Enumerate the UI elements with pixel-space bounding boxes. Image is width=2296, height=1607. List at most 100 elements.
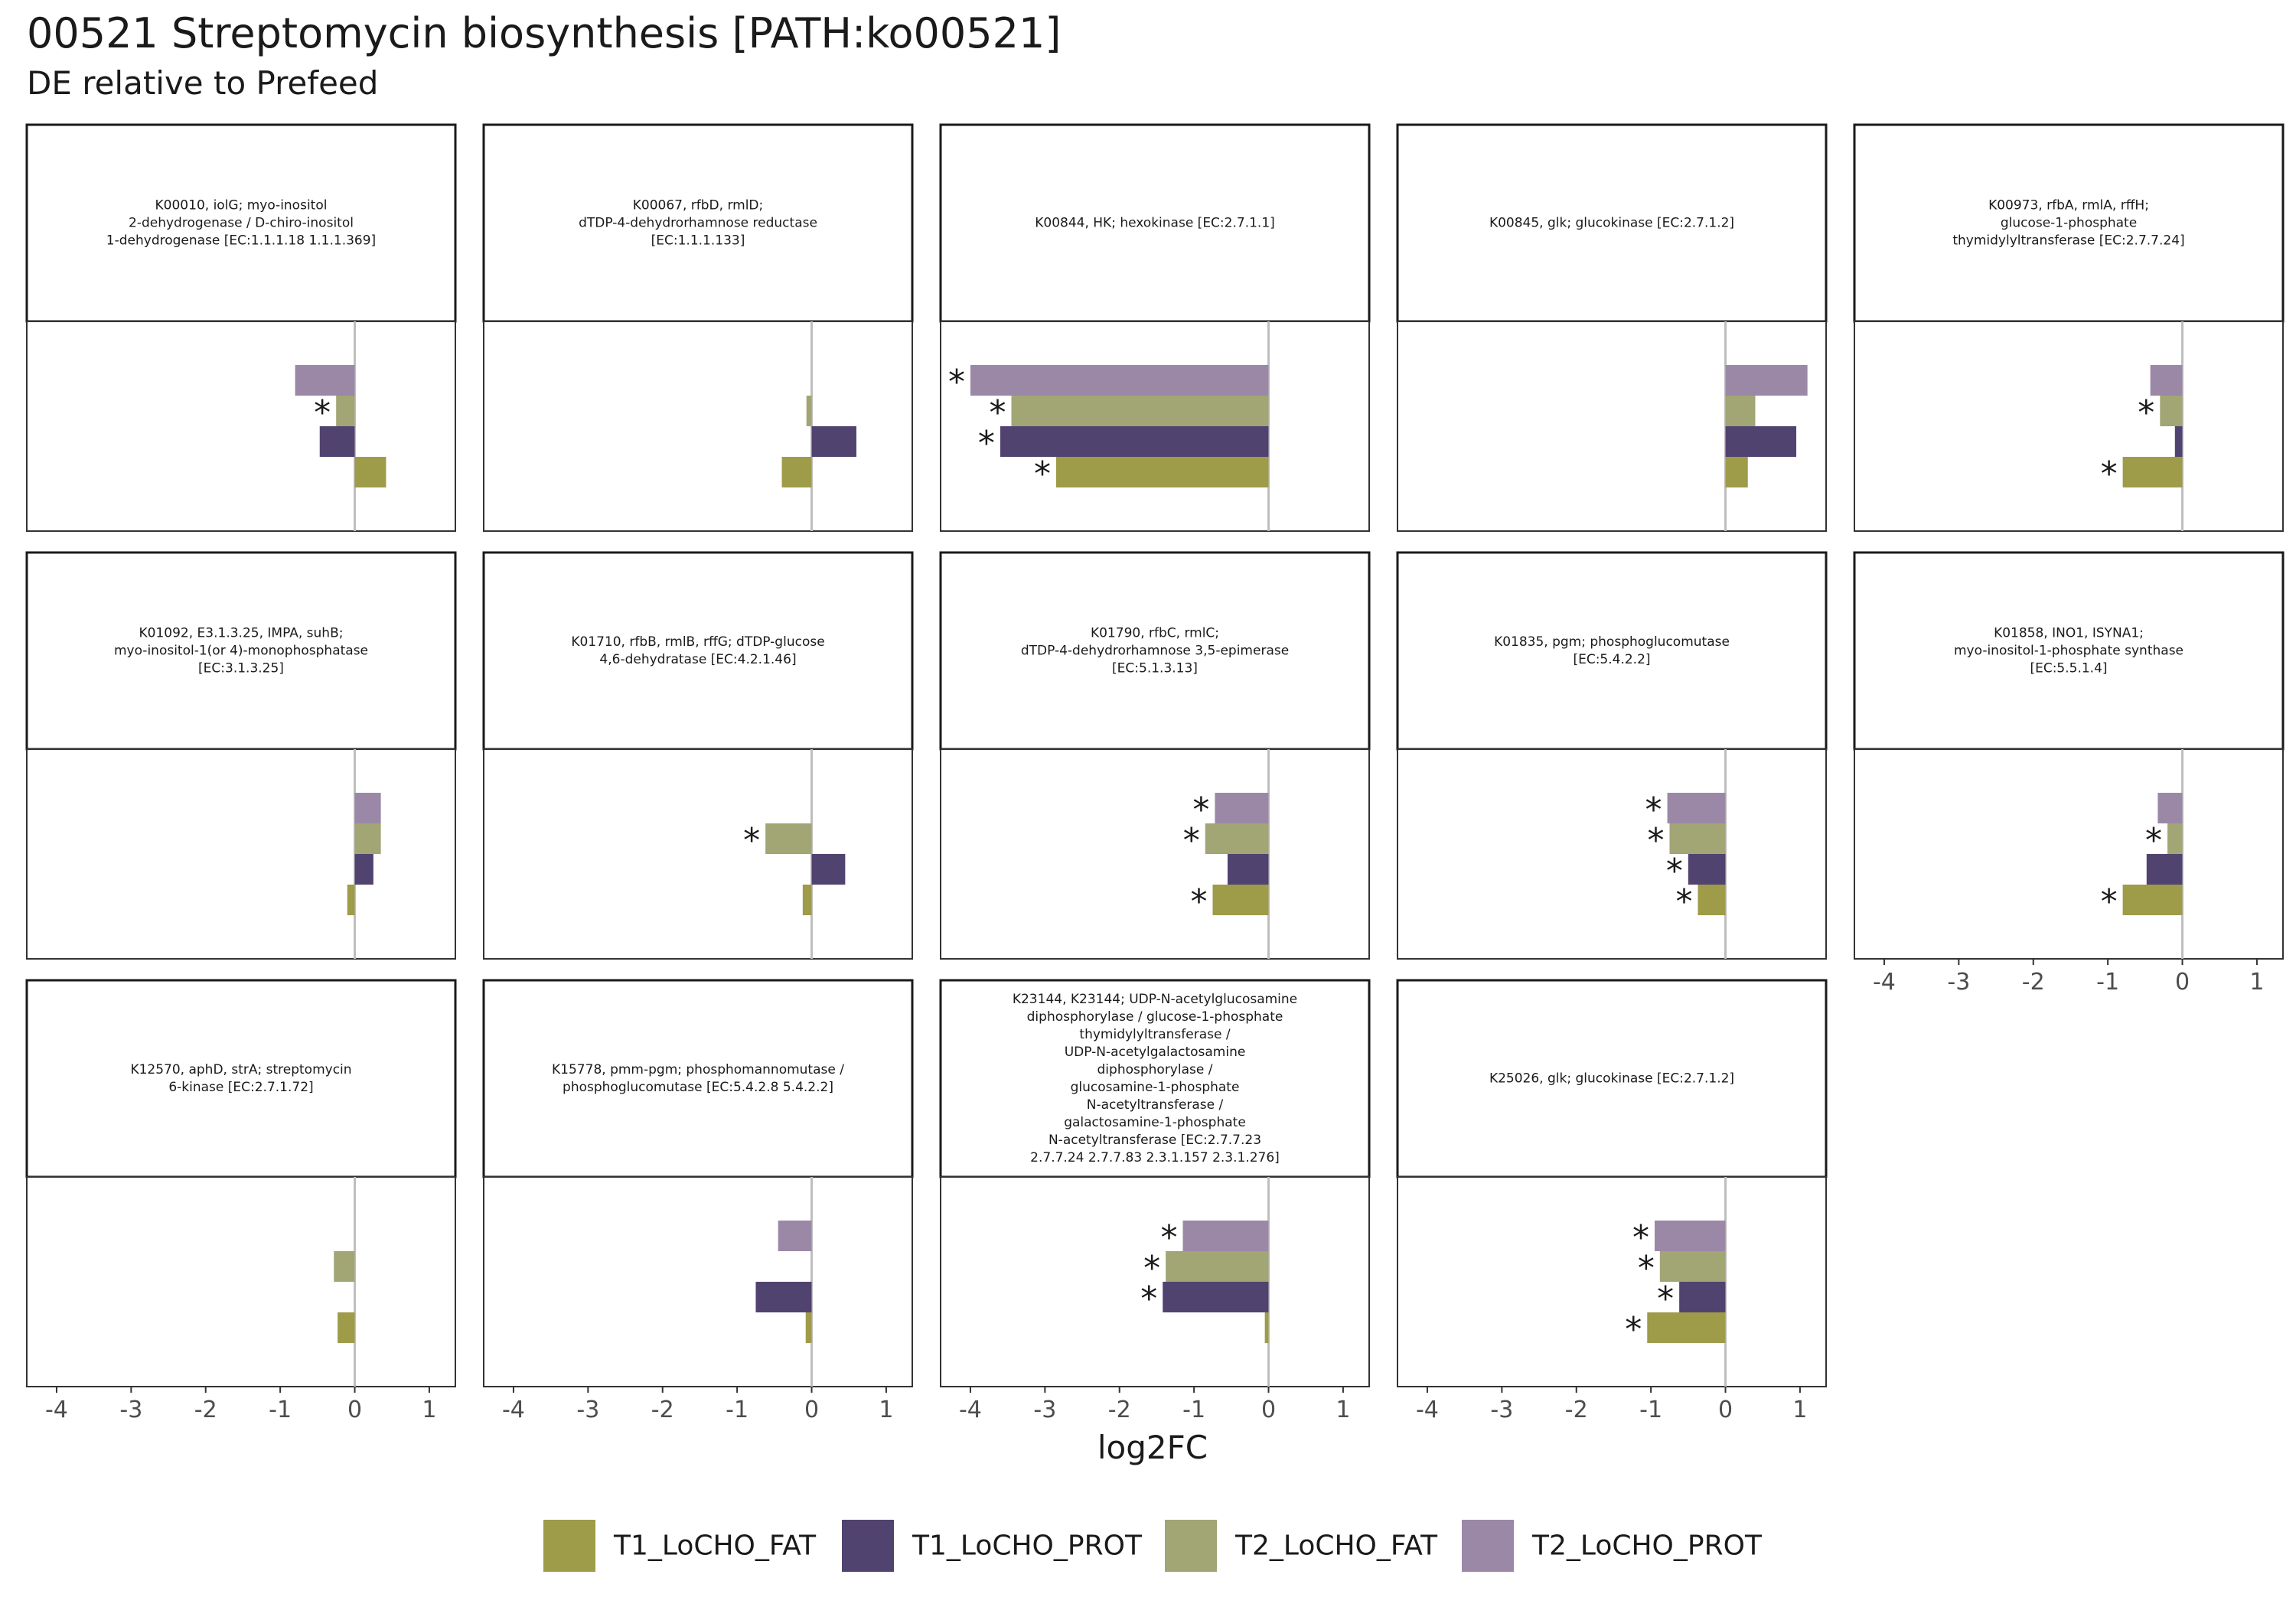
chart-title: 00521 Streptomycin biosynthesis [PATH:ko…: [27, 9, 1062, 57]
facet-label-line: [EC:1.1.1.133]: [651, 233, 745, 249]
x-tick-label: 0: [804, 1397, 819, 1423]
legend-label: T2_LoCHO_PROT: [1531, 1530, 1763, 1562]
significance-marker: *: [1638, 1249, 1655, 1288]
facet-label-line: galactosamine-1-phosphate: [1064, 1115, 1246, 1130]
x-tick-label: 1: [422, 1397, 436, 1423]
facet-label-line: [EC:5.4.2.2]: [1573, 652, 1650, 667]
bar: [2150, 365, 2183, 396]
legend-key: [842, 1520, 894, 1572]
facet-label-line: 6-kinase [EC:2.7.1.72]: [168, 1080, 313, 1095]
plot-area: [1397, 1176, 1827, 1387]
legend-label: T2_LoCHO_FAT: [1234, 1530, 1438, 1562]
facet-label-line: K01858, INO1, ISYNA1;: [1994, 626, 2144, 641]
facet-strip: [939, 551, 1371, 751]
facet-panel: K12570, aphD, strA; streptomycin6-kinase…: [25, 979, 457, 1423]
significance-marker: *: [948, 363, 965, 402]
bar: [2122, 457, 2183, 487]
facet-label-line: glucose-1-phosphate: [2001, 216, 2137, 231]
significance-marker: *: [743, 821, 760, 860]
x-tick-label: 1: [1792, 1397, 1807, 1423]
bar: [354, 457, 386, 487]
x-tick-label: -4: [45, 1397, 68, 1423]
bar: [1659, 1251, 1726, 1282]
significance-marker: *: [1625, 1310, 1642, 1349]
significance-marker: *: [1192, 790, 1209, 830]
x-tick-label: -4: [1416, 1397, 1439, 1423]
facet-label-line: K00067, rfbD, rmlD;: [633, 198, 764, 214]
plot-area: [1397, 748, 1827, 960]
bar: [1166, 1251, 1269, 1282]
bar: [1227, 854, 1269, 885]
x-tick-label: 1: [2249, 969, 2264, 996]
facet-label-line: UDP-N-acetylgalactosamine: [1065, 1045, 1246, 1060]
plot-area: [940, 748, 1370, 960]
facet-strip: [1853, 551, 2285, 751]
facet-label-line: N-acetyltransferase [EC:2.7.7.23: [1049, 1133, 1261, 1148]
significance-marker: *: [1034, 455, 1051, 494]
facet-strip: [939, 123, 1371, 323]
x-tick-label: -4: [502, 1397, 525, 1423]
bar: [1725, 426, 1797, 457]
x-tick-label: -1: [1182, 1397, 1205, 1423]
facet-panel: K15778, pmm-pgm; phosphomannomutase /pho…: [482, 979, 914, 1423]
bar: [1264, 1312, 1269, 1343]
significance-marker: *: [1161, 1218, 1178, 1257]
bar: [2146, 854, 2183, 885]
bar: [1667, 793, 1726, 823]
bar: [2160, 396, 2183, 426]
significance-marker: *: [314, 393, 331, 432]
facet-label-line: glucosamine-1-phosphate: [1071, 1080, 1240, 1095]
bar: [1215, 793, 1269, 823]
facet-label-line: thymidylyltransferase [EC:2.7.7.24]: [1952, 233, 2184, 249]
facet-panel: K00973, rfbA, rmlA, rffH; glucose-1-phosp…: [1853, 123, 2285, 532]
bar: [338, 1312, 355, 1343]
bar: [1163, 1282, 1269, 1312]
x-tick-label: -1: [2096, 969, 2119, 996]
facet-panel: K00845, glk; glucokinase [EC:2.7.1.2]: [1396, 123, 1828, 532]
facet-label-line: K00844, HK; hexokinase [EC:2.7.1.1]: [1035, 216, 1275, 231]
facet-label-line: K01092, E3.1.3.25, IMPA, suhB;: [139, 626, 344, 641]
facet-panel: K25026, glk; glucokinase [EC:2.7.1.2]***…: [1396, 979, 1828, 1423]
significance-marker: *: [1190, 882, 1207, 921]
bar: [765, 823, 812, 854]
bar: [1698, 885, 1726, 915]
significance-marker: *: [1666, 852, 1683, 891]
plot-area: [940, 1176, 1370, 1387]
panels-layer: K00010, iolG; myo-inositol2-dehydrogenas…: [25, 123, 2285, 1423]
bar: [806, 396, 812, 426]
facet-label-line: K01710, rfbB, rmlB, rffG; dTDP-glucose: [571, 634, 824, 650]
facet-strip: [1396, 551, 1828, 751]
facet-label-line: K00010, iolG; myo-inositol: [155, 198, 328, 214]
x-tick-label: -1: [726, 1397, 748, 1423]
significance-marker: *: [1183, 821, 1200, 860]
bar: [295, 365, 355, 396]
facet-panel: K01710, rfbB, rmlB, rffG; dTDP-glucose4,…: [482, 551, 914, 960]
plot-area: [483, 748, 913, 960]
bar: [347, 885, 355, 915]
x-tick-label: -4: [959, 1397, 982, 1423]
bar: [1725, 365, 1808, 396]
significance-marker: *: [2138, 393, 2154, 432]
x-tick-label: 0: [347, 1397, 362, 1423]
x-tick-label: -3: [119, 1397, 142, 1423]
plot-area: [1854, 321, 2284, 532]
legend-label: T1_LoCHO_PROT: [912, 1530, 1143, 1562]
plot-area: [26, 321, 456, 532]
bar: [811, 426, 856, 457]
plot-area: [1854, 748, 2284, 960]
x-tick-label: -1: [1639, 1397, 1662, 1423]
significance-marker: *: [1675, 882, 1692, 921]
chart-subtitle: DE relative to Prefeed: [27, 64, 379, 102]
bar: [970, 365, 1269, 396]
facet-label-line: myo-inositol-1-phosphate synthase: [1954, 644, 2183, 659]
x-tick-label: -3: [1490, 1397, 1513, 1423]
facet-label-line: K00973, rfbA, rmlA, rffH;: [1988, 198, 2149, 214]
plot-area: [26, 748, 456, 960]
bar: [354, 823, 381, 854]
significance-marker: *: [2101, 882, 2118, 921]
bar: [778, 1221, 812, 1251]
facet-strip: [25, 979, 457, 1178]
bar: [1679, 1282, 1726, 1312]
